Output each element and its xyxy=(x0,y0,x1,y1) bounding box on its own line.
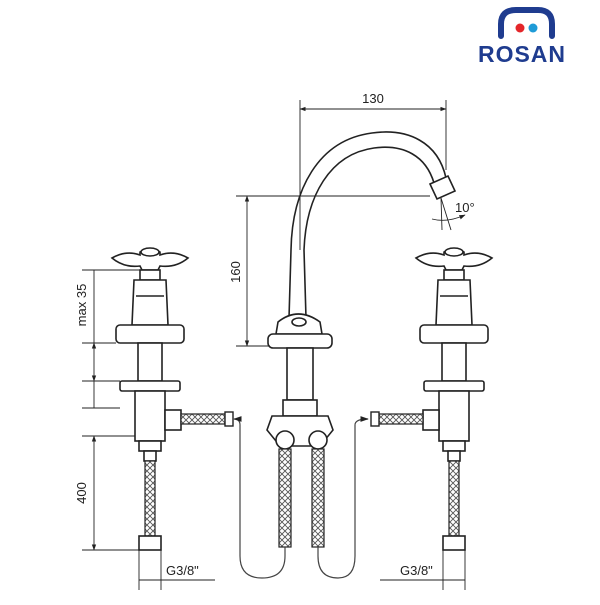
dimension-lines xyxy=(82,100,466,590)
right-hose-nut xyxy=(442,535,466,551)
spout-inlet-left-port xyxy=(275,430,295,450)
left-valve-neck xyxy=(139,269,161,281)
right-valve xyxy=(414,247,494,462)
dim-130-label: 130 xyxy=(362,91,384,106)
spout-aerator xyxy=(428,174,457,201)
right-valve-stem xyxy=(441,342,467,382)
dim-max35-label: max 35 xyxy=(74,284,89,327)
logo-wordmark: ROSAN xyxy=(478,41,566,67)
spout-inlet-hose-left xyxy=(278,448,292,548)
dim-g38-left-label: G3/8" xyxy=(166,563,199,578)
center-spout xyxy=(266,131,457,450)
spout-gooseneck xyxy=(288,131,447,319)
left-vertical-hose xyxy=(144,460,156,537)
hose-connection-right xyxy=(317,416,369,579)
logo-house-arc xyxy=(498,7,555,39)
hose-connection-left xyxy=(233,416,286,579)
dim-160-label: 160 xyxy=(228,261,243,283)
left-valve-stem xyxy=(137,342,163,382)
spout-nut xyxy=(282,399,318,417)
rosan-logo: ROSAN xyxy=(478,7,566,67)
right-valve-neck xyxy=(443,269,465,281)
dim-angle-arc xyxy=(431,214,466,221)
left-outlet-fitting xyxy=(164,409,182,431)
spout-inlet-hose-right xyxy=(311,448,325,548)
logo-cold-dot xyxy=(528,23,538,33)
left-deck-nut xyxy=(119,380,181,392)
dim-g38-right-label: G3/8" xyxy=(400,563,433,578)
left-side-hose xyxy=(180,413,226,425)
right-valve-upper-body xyxy=(435,279,473,326)
right-vertical-hose xyxy=(448,460,460,537)
left-valve-upper-body xyxy=(131,279,169,326)
right-cross-handle xyxy=(414,248,494,271)
spout-escutcheon xyxy=(267,333,333,349)
right-deck-nut xyxy=(423,380,485,392)
left-handle-cap xyxy=(140,247,160,257)
right-outlet-fitting xyxy=(422,409,440,431)
dim-angle-label: 10° xyxy=(455,200,475,215)
spout-shank xyxy=(286,347,314,401)
left-cross-handle xyxy=(110,248,190,271)
logo-hot-dot xyxy=(515,23,525,33)
dim-400-label: 400 xyxy=(74,482,89,504)
left-lower-body xyxy=(134,390,166,442)
right-handle-cap xyxy=(444,247,464,257)
right-side-hose xyxy=(378,413,424,425)
left-valve xyxy=(110,247,190,462)
spout-inlet-right-port xyxy=(308,430,328,450)
right-escutcheon xyxy=(419,324,489,344)
right-lower-body xyxy=(438,390,470,442)
left-hose-nut xyxy=(138,535,162,551)
left-escutcheon xyxy=(115,324,185,344)
